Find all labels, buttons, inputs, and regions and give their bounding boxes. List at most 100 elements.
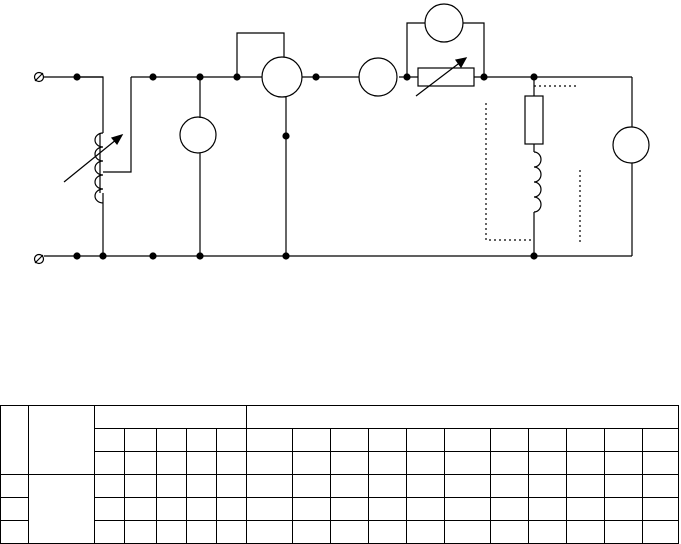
circuit-diagram [33, 3, 650, 265]
table-cell [642, 497, 679, 521]
table-cell [124, 474, 157, 498]
header-group-cell [94, 405, 247, 429]
resistor [524, 77, 544, 152]
voltmeter-across-rheostat [406, 3, 485, 77]
table-cell [368, 474, 407, 498]
data-table-wrapper [0, 405, 679, 544]
table-cell [444, 497, 491, 521]
data-table [0, 405, 679, 544]
table-cell [604, 520, 643, 544]
header-cell [604, 428, 643, 452]
table-cell [156, 520, 187, 544]
table-cell [642, 474, 679, 498]
header-cell [566, 451, 605, 475]
table-header-row [1, 451, 679, 475]
header-cell [406, 428, 445, 452]
table-cell [604, 474, 643, 498]
header-cell [292, 428, 331, 452]
table-cell [406, 474, 445, 498]
input-terminal-top [33, 71, 45, 83]
header-group-cell [246, 405, 679, 429]
table-cell [186, 497, 217, 521]
table-cell [292, 520, 331, 544]
table-cell [0, 520, 29, 544]
table-cell [186, 474, 217, 498]
header-cell [246, 451, 293, 475]
table-cell [490, 497, 529, 521]
header-cell [156, 428, 187, 452]
table-cell [124, 497, 157, 521]
header-cell [642, 428, 679, 452]
table-cell [94, 520, 125, 544]
rheostat [415, 57, 475, 97]
header-cell [330, 451, 369, 475]
table-cell [292, 497, 331, 521]
header-cell [490, 428, 529, 452]
table-cell [246, 520, 293, 544]
header-cell [156, 451, 187, 475]
table-cell [156, 497, 187, 521]
table-cell [124, 520, 157, 544]
table-cell [156, 474, 187, 498]
input-terminal-bottom [33, 253, 45, 265]
table-cell [642, 520, 679, 544]
header-cell [186, 428, 217, 452]
table-cell [0, 497, 29, 521]
header-cell [94, 451, 125, 475]
header-cell [444, 428, 491, 452]
table-cell [216, 520, 247, 544]
header-cell [604, 451, 643, 475]
table-cell [490, 474, 529, 498]
wattmeter [236, 32, 303, 256]
table-cell [330, 497, 369, 521]
header-cell [124, 428, 157, 452]
table-row [0, 474, 679, 544]
table-cell [444, 474, 491, 498]
table-cell [566, 497, 605, 521]
table-cell [490, 520, 529, 544]
header-cell [186, 451, 217, 475]
table-cell [528, 497, 567, 521]
voltmeter [179, 77, 217, 256]
table-cell [0, 474, 29, 498]
table-cell [566, 474, 605, 498]
header-cell [292, 451, 331, 475]
header-cell [368, 451, 407, 475]
header-cell [330, 428, 369, 452]
table-cell [444, 520, 491, 544]
header-cell [528, 451, 567, 475]
ammeter [358, 57, 398, 97]
table-cell [216, 474, 247, 498]
table-cell [94, 474, 125, 498]
table-cell [528, 474, 567, 498]
arrow-head-icon [454, 57, 468, 69]
table-cell [246, 474, 293, 498]
table-cell [368, 497, 407, 521]
table-cell [246, 497, 293, 521]
table-cell [368, 520, 407, 544]
header-cell [124, 451, 157, 475]
table-cell [330, 520, 369, 544]
header-cell [406, 451, 445, 475]
table-cell [566, 520, 605, 544]
inductor [533, 151, 542, 256]
table-cell [186, 520, 217, 544]
table-cell [406, 497, 445, 521]
header-cell [490, 451, 529, 475]
header-cell [216, 428, 247, 452]
header-cell [216, 451, 247, 475]
table-cell [604, 497, 643, 521]
table-header-row [0, 405, 679, 475]
voltmeter-load [612, 77, 650, 256]
table-header-row [1, 428, 679, 452]
table-row [0, 520, 679, 544]
table-cell [292, 474, 331, 498]
table-cell [330, 474, 369, 498]
header-cell [566, 428, 605, 452]
table-cell [94, 497, 125, 521]
junction-dots [73, 73, 538, 260]
table-cell [528, 520, 567, 544]
variable-autotransformer [63, 76, 132, 256]
table-cell [406, 520, 445, 544]
header-cell [246, 428, 293, 452]
